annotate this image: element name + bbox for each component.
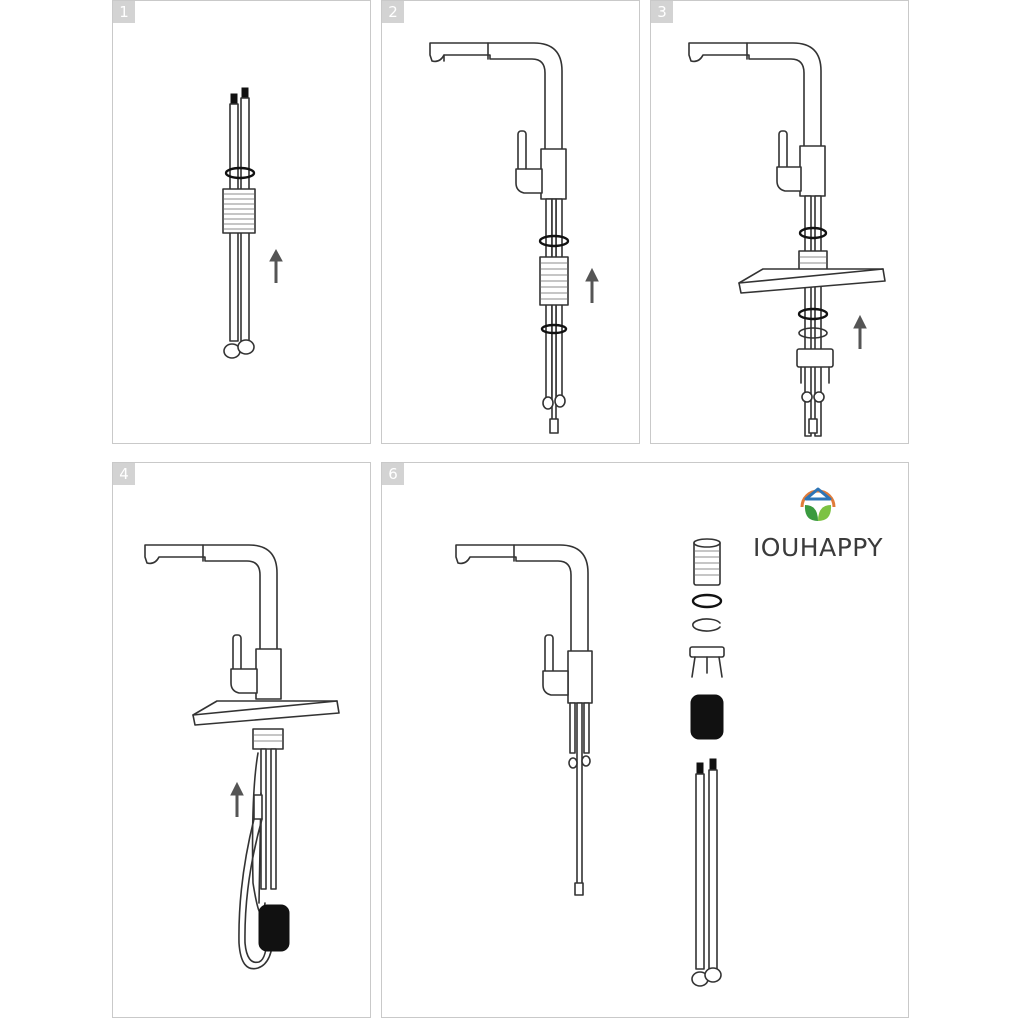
step-number-badge: 3 (651, 1, 673, 23)
brand-logo: IOUHAPPY (748, 477, 888, 567)
faucet-with-deck-plate-illustration (688, 42, 886, 437)
step-number-badge: 4 (113, 463, 135, 485)
step-panel-3: 3 (650, 0, 909, 444)
house-leaf-icon (800, 487, 836, 521)
step-number-badge: 2 (382, 1, 404, 23)
step-panel-2: 2 (381, 0, 640, 444)
brand-name: IOUHAPPY (752, 533, 884, 562)
parts-overview-illustration (455, 538, 725, 987)
step-number-badge: 1 (113, 1, 135, 23)
step-panel-6: 6 (381, 462, 909, 1018)
faucet-with-hoses-illustration (429, 42, 599, 434)
hoses-with-nut-illustration (222, 87, 283, 359)
step-panel-1: 1 (112, 0, 371, 444)
step-panel-4: 4 (112, 462, 371, 1018)
faucet-with-pulldown-hose-illustration (144, 544, 340, 970)
step-number-badge: 6 (382, 463, 404, 485)
